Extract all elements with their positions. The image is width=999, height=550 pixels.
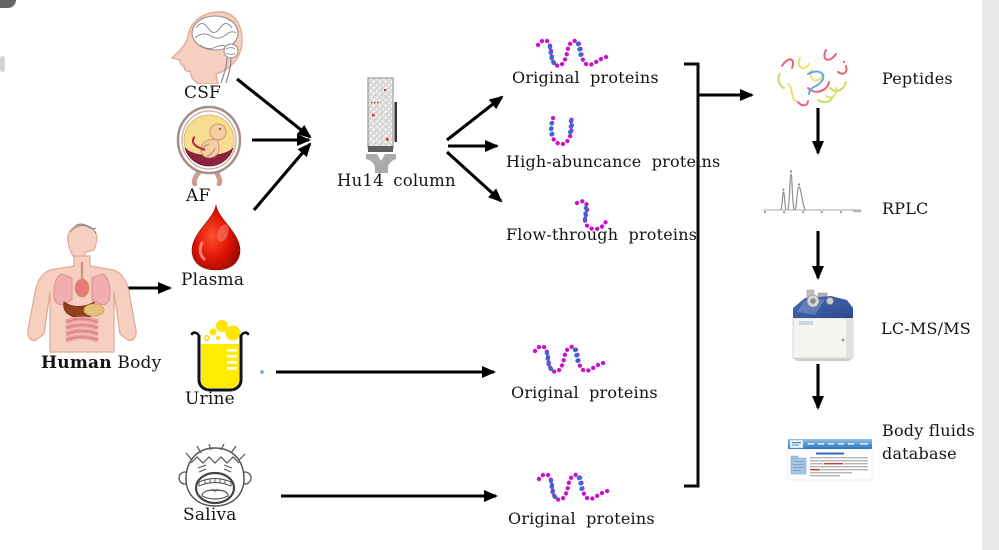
protein-chain-original-saliva-icon [536,472,614,502]
protein-chain-high-abundance-icon [548,114,574,147]
flow-through-proteins-label: Flow-through proteins [506,225,698,244]
edge-smudge-artifact [0,56,5,72]
lcmsms-label: LC-MS/MS [881,319,971,338]
database-label: Body fluids database [882,419,975,465]
human-body-label-regular: Body [111,353,162,373]
urine-beaker-icon [190,320,250,392]
protein-chain-original-urine-icon [532,344,610,374]
blood-drop-plasma-icon [191,204,241,271]
rplc-chromatogram-icon [763,170,861,213]
brain-head-csf-icon [170,11,243,84]
saliva-face-icon [178,444,252,507]
database-webpage-icon [787,439,873,481]
grouping-bracket [684,62,700,488]
arrow-plasma-to-column [252,142,312,212]
database-label-line1: Body fluids [882,421,975,440]
hu14-column-icon [366,77,397,173]
plasma-label: Plasma [181,270,245,290]
arrow-column-to-original [446,95,504,142]
af-label: AF [186,186,211,206]
peptides-icon [777,49,848,107]
original-proteins-label-saliva: Original proteins [508,509,655,528]
original-proteins-label-top: Original proteins [512,68,659,87]
human-body-label: Human Body [41,353,162,374]
arrow-csf-to-column [236,77,312,139]
urine-label: Urine [185,389,235,409]
human-body-label-bold: Human [41,353,112,373]
hu14-column-label: Hu14 column [337,171,456,190]
peptides-label: Peptides [882,69,953,88]
human-body-icon [27,223,137,353]
protein-chain-original-icon [535,38,613,68]
rplc-label: RPLC [882,199,929,218]
blue-dot-artifact [260,370,264,374]
fetus-af-icon [176,105,242,186]
saliva-label: Saliva [183,505,237,525]
csf-label: CSF [184,83,222,103]
right-edge-strip [982,0,999,550]
corner-artifact [0,0,16,8]
database-label-line2: database [882,444,957,464]
protein-chain-flow-through-icon [574,199,610,232]
mass-spectrometer-icon [792,289,854,361]
high-abundance-proteins-label: High-abuncance proteins [506,152,721,171]
original-proteins-label-urine: Original proteins [511,383,658,402]
